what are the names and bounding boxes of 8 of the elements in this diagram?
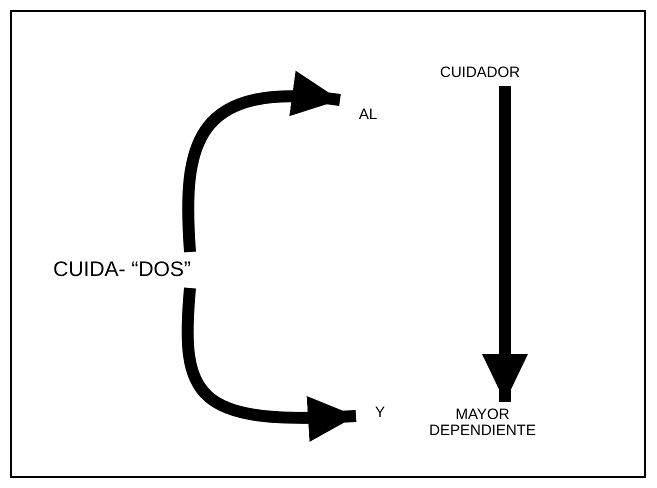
curved-arrow [182, 288, 356, 442]
node-label: CUIDADOR [440, 65, 520, 81]
node-label: AL [358, 107, 378, 123]
curved-arrow [182, 72, 341, 252]
node-label: Y [374, 405, 385, 421]
node-label: MAYOR DEPENDIENTE [428, 407, 537, 439]
node-label: CUIDA- “DOS” [53, 258, 191, 282]
arrow [482, 86, 528, 402]
